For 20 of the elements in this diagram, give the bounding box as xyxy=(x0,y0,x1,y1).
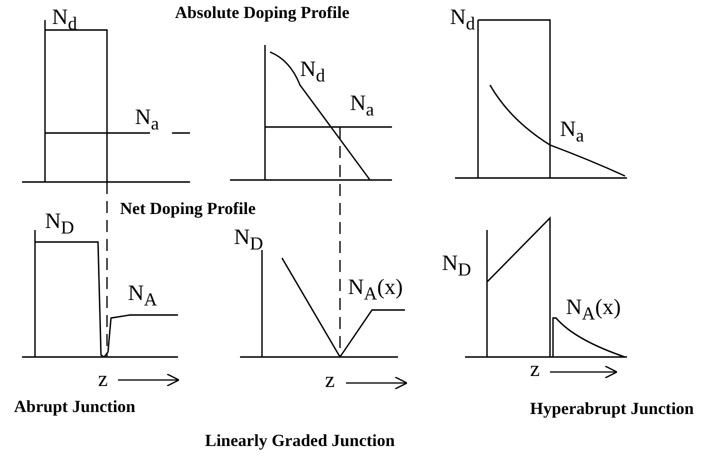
caption: Abrupt Junction xyxy=(14,398,136,415)
axis-label: N$_{d}$ xyxy=(450,6,476,33)
chart-title: Net Doping Profile xyxy=(120,200,256,217)
chart-title: Absolute Doping Profile xyxy=(175,4,350,21)
axis-label: z xyxy=(530,358,540,380)
axis-label: z xyxy=(325,369,335,391)
axis-label: N$_{D}$ xyxy=(442,252,472,279)
curve-label: N$_{a}$ xyxy=(135,106,160,133)
caption: Linearly Graded Junction xyxy=(205,432,395,449)
curve-label: N$_{A}$ xyxy=(128,282,158,309)
curve-label: N$_{A}$(x) xyxy=(348,276,403,303)
axis-label: N$_{D}$ xyxy=(45,210,74,237)
axis-label: N$_{D}$ xyxy=(234,226,264,253)
curve-label: N$_{A}$(x) xyxy=(566,296,621,323)
curve-label: N$_{d}$ xyxy=(300,58,326,85)
curve-label: N$_{a}$ xyxy=(560,118,584,145)
axis-label: N$_{d}$ xyxy=(52,6,78,33)
curve-label: N$_{a}$ xyxy=(350,92,374,119)
axis-label: z xyxy=(98,368,108,390)
caption: Hyperabrupt Junction xyxy=(530,400,694,417)
